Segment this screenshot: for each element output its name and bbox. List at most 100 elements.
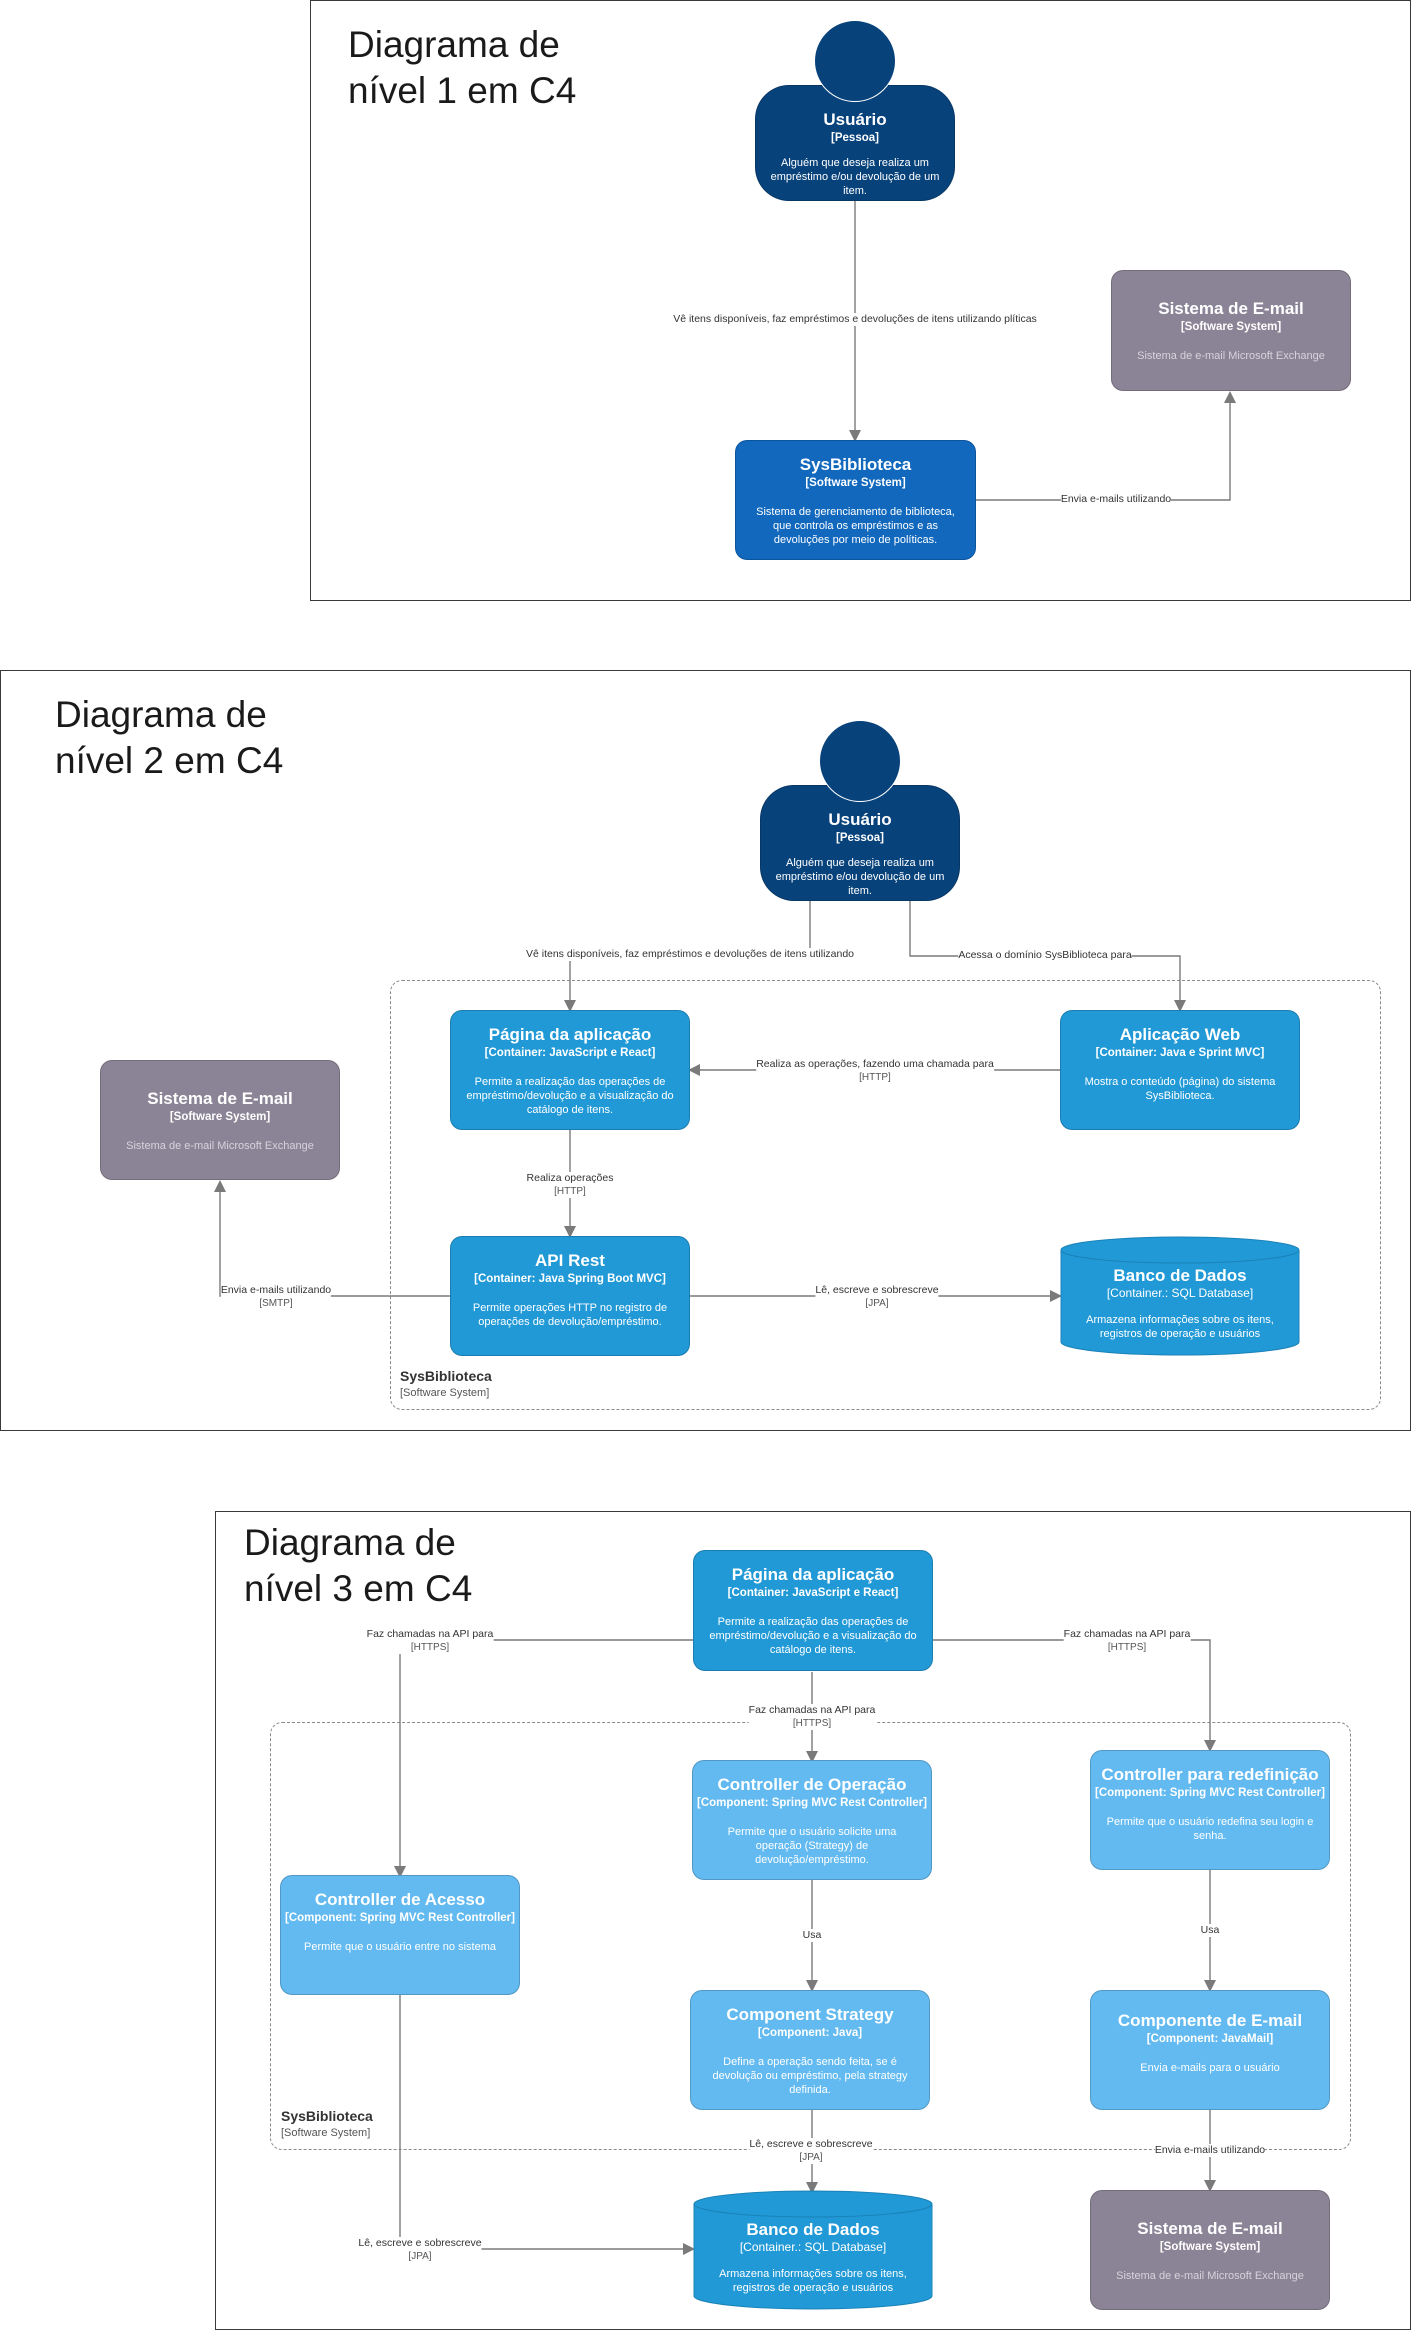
node-description: Define a operação sendo feita, se é devo…	[712, 2056, 908, 2096]
page-container-node[interactable]: Página da aplicação [Container: JavaScri…	[693, 1550, 933, 1671]
boundary-label: SysBiblioteca	[400, 1368, 492, 1384]
edge-label-text: Realiza as operações, fazendo uma chamad…	[756, 1058, 994, 1070]
node-name: Aplicação Web	[1119, 1025, 1241, 1044]
edge-label: Acessa o domínio SysBiblioteca para	[958, 949, 1132, 962]
controller-operacao-component-node[interactable]: Controller de Operação [Component: Sprin…	[692, 1760, 932, 1880]
edge-label-text: Lê, escreve e sobrescreve	[358, 2237, 482, 2249]
node-description: Permite a realização das operações de em…	[709, 1616, 917, 1656]
component-strategy-node[interactable]: Component Strategy [Component: Java] Def…	[690, 1990, 930, 2110]
user-person-node[interactable]: Usuário [Pessoa] Alguém que deseja reali…	[755, 85, 955, 201]
edge-label-text: Envia e-mails utilizando	[1060, 493, 1172, 505]
node-name: Sistema de E-mail	[147, 1089, 293, 1108]
api-rest-container-node[interactable]: API Rest [Container: Java Spring Boot MV…	[450, 1236, 690, 1356]
node-type: [Component: Spring MVC Rest Controller]	[1095, 1787, 1325, 1799]
edge-label-protocol: [JPA]	[865, 1298, 889, 1309]
edge-label: Envia e-mails utilizando	[1154, 2144, 1266, 2157]
node-description: Sistema de gerenciamento de biblioteca, …	[756, 506, 955, 546]
edge-label: Realiza as operações, fazendo uma chamad…	[756, 1058, 994, 1084]
database-cylinder-icon	[693, 2190, 933, 2310]
edge-label-protocol: [HTTPS]	[792, 1718, 832, 1729]
webapp-container-node[interactable]: Aplicação Web [Container: Java e Sprint …	[1060, 1010, 1300, 1130]
user-head-icon	[814, 20, 896, 102]
edge-label: Faz chamadas na API para [HTTPS]	[366, 1628, 494, 1654]
edge-label: Lê, escreve e sobrescreve [JPA]	[749, 2138, 873, 2164]
email-system-node[interactable]: Sistema de E-mail [Software System] Sist…	[1111, 270, 1351, 391]
node-type: [Component: JavaMail]	[1146, 2033, 1274, 2045]
edge-label-text: Realiza operações	[526, 1172, 614, 1184]
node-type: [Pessoa]	[836, 832, 884, 844]
edge-label-text: Vê itens disponíveis, faz empréstimos e …	[525, 948, 855, 960]
node-description: Permite que o usuário entre no sistema	[304, 1941, 496, 1953]
edge-label-protocol: [HTTPS]	[1107, 1642, 1147, 1653]
edge-api-to-email	[214, 1180, 450, 1297]
edge-label-protocol: [HTTPS]	[410, 1642, 450, 1653]
edge-label: Lê, escreve e sobrescreve[JPA]	[815, 1284, 939, 1310]
node-name: Página da aplicação	[731, 1565, 895, 1584]
edge-label-text: Faz chamadas na API para	[748, 1704, 876, 1716]
database-container-node[interactable]: Banco de Dados [Container.: SQL Database…	[1060, 1236, 1300, 1356]
edge-label: Faz chamadas na API para [HTTPS]	[1063, 1628, 1191, 1654]
node-name: Controller de Acesso	[314, 1890, 486, 1909]
edge-label-protocol: [JPA]	[799, 2152, 823, 2163]
node-name: API Rest	[535, 1251, 605, 1270]
edge-label-text: Acessa o domínio SysBiblioteca para	[958, 949, 1132, 961]
sysbiblioteca-system-node[interactable]: SysBiblioteca [Software System] Sistema …	[735, 440, 976, 560]
node-type: [Software System]	[805, 477, 906, 489]
componente-email-node[interactable]: Componente de E-mail [Component: JavaMai…	[1090, 1990, 1330, 2110]
edge-label-text: Envia e-mails utilizando	[1154, 2144, 1266, 2156]
node-name: Sistema de E-mail	[1137, 2219, 1283, 2238]
edge-label-text: Usa	[1200, 1924, 1220, 1936]
node-type: [Container: JavaScript e React]	[484, 1047, 656, 1059]
node-description: Alguém que deseja realiza um empréstimo …	[770, 157, 940, 197]
node-name: SysBiblioteca	[799, 455, 912, 474]
edge-label-text: Faz chamadas na API para	[366, 1628, 494, 1640]
email-system-node[interactable]: Sistema de E-mail [Software System] Sist…	[100, 1060, 340, 1180]
node-name: Controller de Operação	[717, 1775, 907, 1794]
node-name: Sistema de E-mail	[1158, 299, 1304, 318]
edge-ctrl-acesso-to-db	[399, 1995, 695, 2255]
diagram-level-1-title: Diagrama de nível 1 em C4	[348, 24, 577, 111]
diagram-level-3-title: Diagrama de nível 3 em C4	[244, 1522, 473, 1609]
user-person-node[interactable]: Usuário [Pessoa] Alguém que deseja reali…	[760, 785, 960, 901]
node-name: Componente de E-mail	[1117, 2011, 1303, 2030]
edge-page-to-ctrl-acesso	[394, 1639, 693, 1878]
edge-label: Lê, escreve e sobrescreve [JPA]	[358, 2237, 482, 2263]
edge-label-text: Vê itens disponíveis, faz empréstimos e …	[673, 313, 1037, 325]
node-type: [Component: Java]	[757, 2027, 863, 2039]
page-container-node[interactable]: Página da aplicação [Container: JavaScri…	[450, 1010, 690, 1130]
node-description: Permite que o usuário solicite uma opera…	[727, 1826, 897, 1866]
diagram-level-2-title: Diagrama de nível 2 em C4	[55, 694, 284, 781]
boundary-type: [Software System]	[281, 2127, 371, 2139]
node-name: Controller para redefinição	[1101, 1765, 1319, 1784]
node-description: Sistema de e-mail Microsoft Exchange	[1116, 2270, 1304, 2282]
node-description: Alguém que deseja realiza um empréstimo …	[775, 857, 945, 897]
database-container-node[interactable]: Banco de Dados [Container.: SQL Database…	[693, 2190, 933, 2310]
edge-label-protocol: [HTTP]	[554, 1186, 586, 1197]
node-name: Component Strategy	[726, 2005, 894, 2024]
controller-acesso-component-node[interactable]: Controller de Acesso [Component: Spring …	[280, 1875, 520, 1995]
edge-page-to-ctrl-red	[933, 1639, 1216, 1752]
node-type: [Container.: SQL Database]	[1106, 1286, 1254, 1300]
node-type: [Software System]	[169, 1111, 271, 1123]
node-type: [Container: Java Spring Boot MVC]	[474, 1273, 666, 1285]
edge-label: Vê itens disponíveis, faz empréstimos e …	[673, 313, 1037, 326]
edge-label: Usa	[1200, 1924, 1220, 1937]
node-description: Permite a realização das operações de em…	[466, 1076, 674, 1116]
node-type: [Component: Spring MVC Rest Controller]	[285, 1912, 515, 1924]
sysbiblioteca-boundary-level-2	[390, 980, 1381, 1410]
edge-label-protocol: [JPA]	[408, 2251, 432, 2262]
node-type: [Component: Spring MVC Rest Controller]	[697, 1797, 927, 1809]
edge-label-text: Envia e-mails utilizando	[220, 1284, 332, 1296]
node-type: [Container: Java e Sprint MVC]	[1095, 1047, 1265, 1059]
edge-label-protocol: [SMTP]	[259, 1298, 293, 1309]
edge-label-text: Usa	[802, 1929, 822, 1941]
node-description: Sistema de e-mail Microsoft Exchange	[126, 1140, 314, 1152]
node-type: [Pessoa]	[831, 132, 879, 144]
node-description: Permite que o usuário redefina seu login…	[1106, 1816, 1314, 1842]
edge-label-text: Lê, escreve e sobrescreve	[749, 2138, 873, 2150]
node-description: Envia e-mails para o usuário	[1140, 2062, 1280, 2074]
node-description: Mostra o conteúdo (página) do sistema Sy…	[1084, 1076, 1276, 1102]
email-system-node[interactable]: Sistema de E-mail [Software System] Sist…	[1090, 2190, 1330, 2310]
controller-redefinicao-component-node[interactable]: Controller para redefinição [Component: …	[1090, 1750, 1330, 1870]
edge-label-text: Faz chamadas na API para	[1063, 1628, 1191, 1640]
